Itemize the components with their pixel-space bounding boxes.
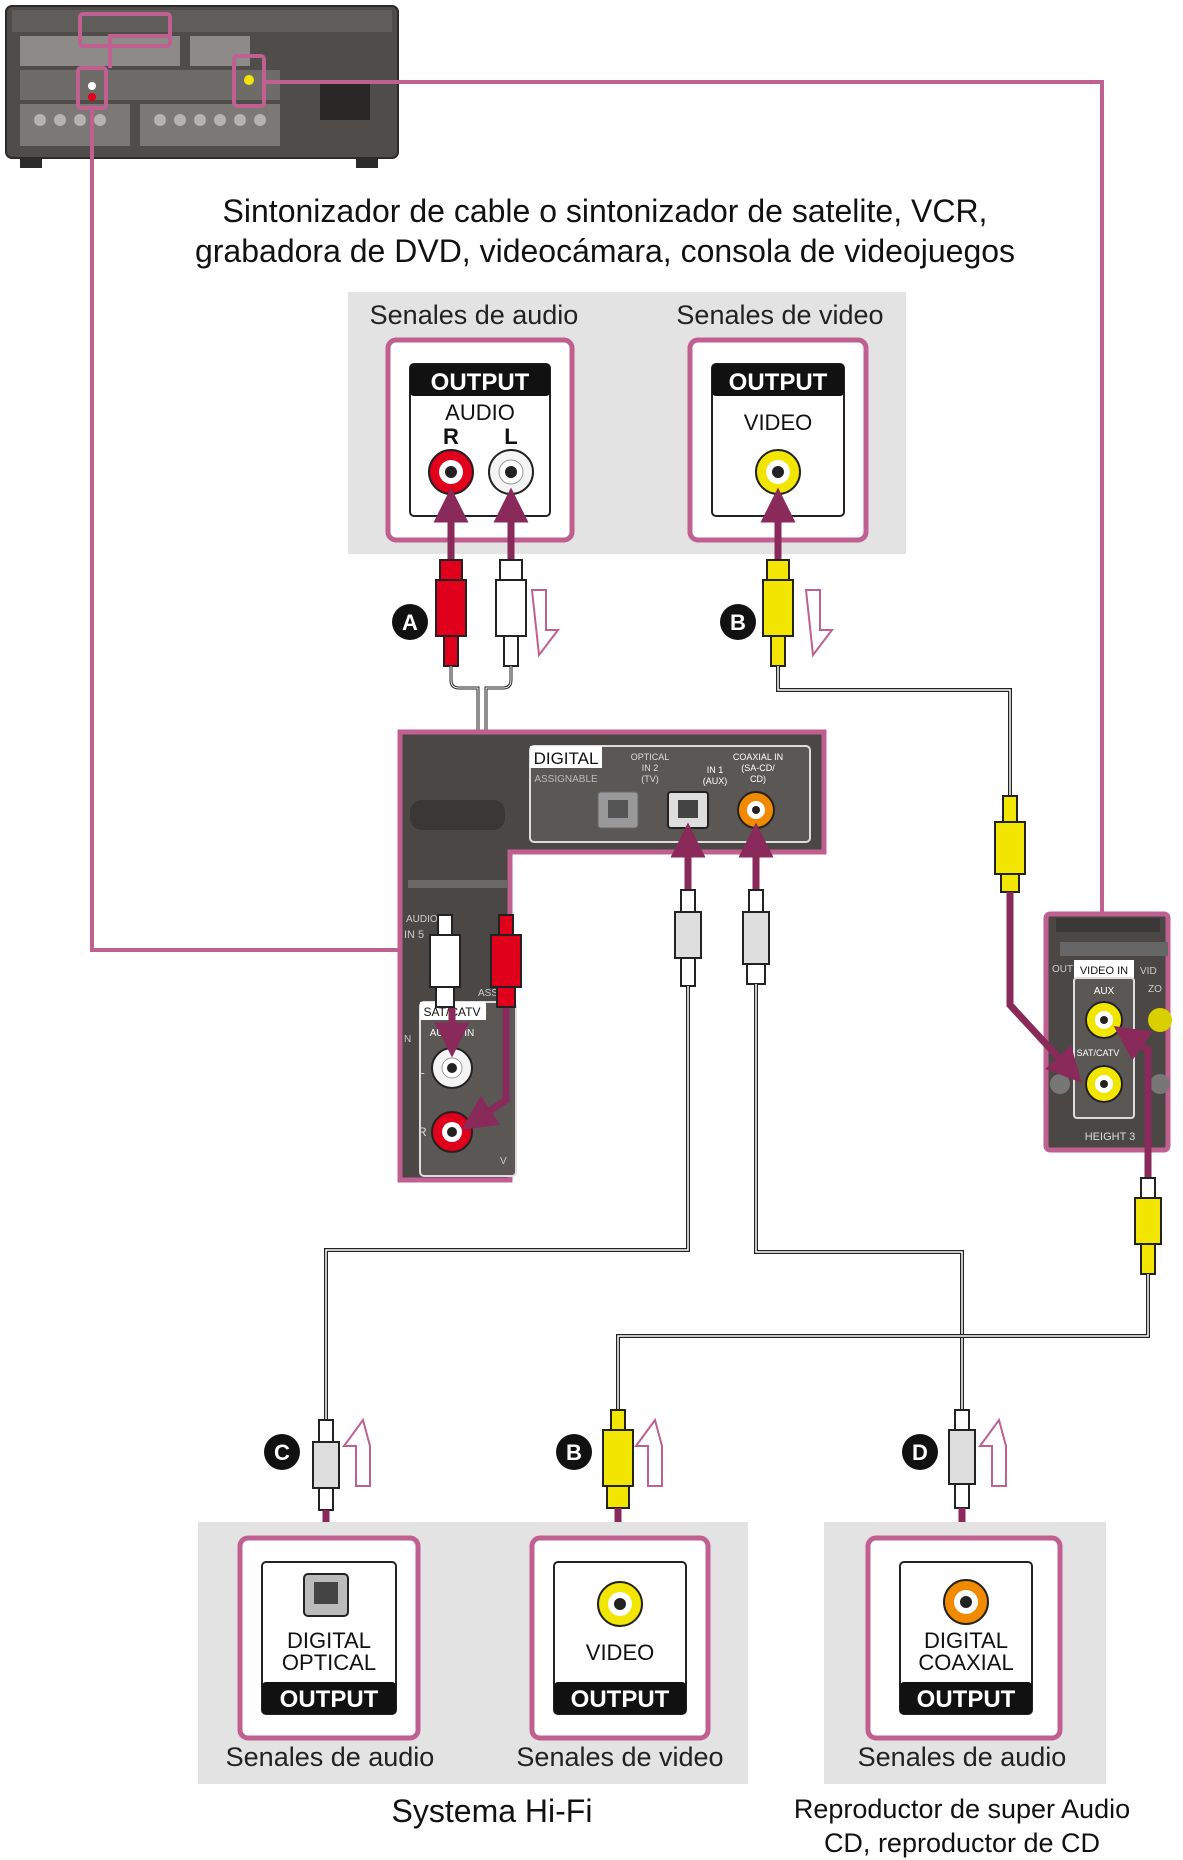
cd-system-label-line2: CD, reproductor de CD — [824, 1828, 1100, 1858]
cable-b-top-letter: B — [730, 610, 746, 635]
cd-system-label-line1: Reproductor de super Audio — [794, 1794, 1130, 1824]
top-audio-group-label: Senales de audio — [370, 300, 579, 330]
video-box-footer: OUTPUT — [571, 1686, 670, 1713]
top-device-caption-line1: Sintonizador de cable o sintonizador de … — [223, 193, 988, 229]
cable-b-top-far-plug — [994, 795, 1026, 893]
audio-panel-audio-label: AUDIO — [406, 914, 438, 925]
video-box-caption: Senales de video — [516, 1742, 723, 1772]
top-audio-r-label: R — [443, 424, 459, 449]
coaxial-box-footer: OUTPUT — [917, 1686, 1016, 1713]
top-audio-output-header: OUTPUT — [431, 369, 530, 396]
video-panel-zo-partial: ZO — [1148, 984, 1162, 995]
top-video-output-jack: OUTPUT VIDEO — [687, 337, 869, 543]
cable-d-letter: D — [912, 1440, 928, 1465]
cable-b-bottom-receiver-plug — [1134, 1177, 1162, 1275]
optical-box-line1: DIGITAL — [287, 1628, 371, 1653]
cable-b-bottom-wire — [616, 1274, 1150, 1410]
top-audio-l-label: L — [504, 424, 517, 449]
receiver-video-arrows — [1006, 892, 1153, 1180]
cable-b-top-badge: B — [720, 604, 756, 640]
direction-arrow-a-icon — [530, 589, 561, 658]
hifi-system-label: Systema Hi-Fi — [392, 1793, 593, 1829]
optical-box-line2: OPTICAL — [282, 1650, 376, 1675]
video-panel-out-partial: OUT — [1052, 964, 1073, 975]
receiver-audio-arrows — [434, 1008, 510, 1130]
digital-panel-in1: IN 1(AUX) — [703, 765, 728, 786]
video-panel-aux: AUX — [1094, 986, 1115, 997]
cable-d-badge: D — [902, 1434, 938, 1470]
audio-panel-l-label: L — [418, 1063, 425, 1077]
direction-arrow-d-icon — [978, 1417, 1007, 1487]
cable-a-letter: A — [402, 610, 418, 635]
coaxial-box-line1: DIGITAL — [924, 1628, 1008, 1653]
cd-coaxial-output-jack: DIGITAL COAXIAL OUTPUT — [865, 1535, 1063, 1741]
video-box-label: VIDEO — [586, 1640, 654, 1665]
cable-b-bottom-letter: B — [566, 1440, 582, 1465]
top-audio-output-label: AUDIO — [445, 400, 515, 425]
link-lines — [90, 34, 1104, 952]
audio-panel-n-partial: N — [404, 1034, 411, 1045]
top-audio-output-jack: OUTPUT AUDIO R L — [385, 337, 575, 543]
direction-arrow-c-icon — [342, 1417, 371, 1487]
coaxial-box-caption: Senales de audio — [858, 1742, 1067, 1772]
cable-b-bottom-badge: B — [556, 1434, 592, 1470]
coaxial-box-line2: COAXIAL — [918, 1650, 1013, 1675]
cable-d-wire — [754, 984, 964, 1410]
audio-panel-v-partial: V — [500, 1156, 507, 1167]
audio-panel-r-label: R — [418, 1125, 427, 1139]
top-video-group-label: Senales de video — [676, 300, 883, 330]
video-panel-height3: HEIGHT 3 — [1085, 1131, 1136, 1143]
hifi-optical-output-jack: DIGITAL OPTICAL OUTPUT — [237, 1535, 421, 1741]
cable-c-bottom-plug — [312, 1419, 340, 1511]
top-video-output-header: OUTPUT — [729, 369, 828, 396]
optical-box-footer: OUTPUT — [280, 1686, 379, 1713]
hifi-video-output-jack: VIDEO OUTPUT — [529, 1535, 711, 1741]
top-video-output-label: VIDEO — [744, 410, 812, 435]
direction-arrow-b-bottom-icon — [634, 1417, 663, 1487]
cable-d-bottom-plug — [948, 1409, 976, 1509]
top-connection-arrows — [433, 487, 796, 560]
video-panel-sat-catv: SAT/CATV — [1077, 1048, 1120, 1058]
cable-a-plugs — [435, 559, 527, 667]
cable-c-badge: C — [264, 1434, 300, 1470]
cable-c-receiver-plug — [674, 889, 702, 987]
digital-panel-title: DIGITAL — [534, 749, 599, 768]
audio-panel-assign-partial: ASSI — [478, 988, 501, 999]
direction-arrow-b-top-icon — [804, 589, 835, 658]
cable-b-top-plug — [762, 559, 794, 667]
cable-a-receiver-plugs — [429, 914, 522, 1008]
receiver-video-panel: OUT VIDEO IN VID ZO AUX SAT/CATV HEIGHT … — [1043, 911, 1172, 1153]
cable-d-receiver-plug — [742, 889, 770, 985]
digital-panel-coaxial: COAXIAL IN(SA-CD/CD) — [733, 752, 783, 784]
audio-panel-in5-label: IN 5 — [404, 929, 424, 941]
top-device-caption-line2: grabadora de DVD, videocámara, consola d… — [195, 233, 1015, 269]
cable-a-badge: A — [392, 604, 428, 640]
digital-panel-assignable: ASSIGNABLE — [534, 774, 598, 785]
cable-c-letter: C — [274, 1440, 290, 1465]
receiver-rear-thumbnail — [5, 5, 399, 168]
cable-b-bottom-plug — [602, 1409, 634, 1509]
video-panel-vid-partial: VID — [1140, 966, 1157, 977]
optical-box-caption: Senales de audio — [226, 1742, 435, 1772]
video-panel-video-in: VIDEO IN — [1080, 965, 1128, 977]
